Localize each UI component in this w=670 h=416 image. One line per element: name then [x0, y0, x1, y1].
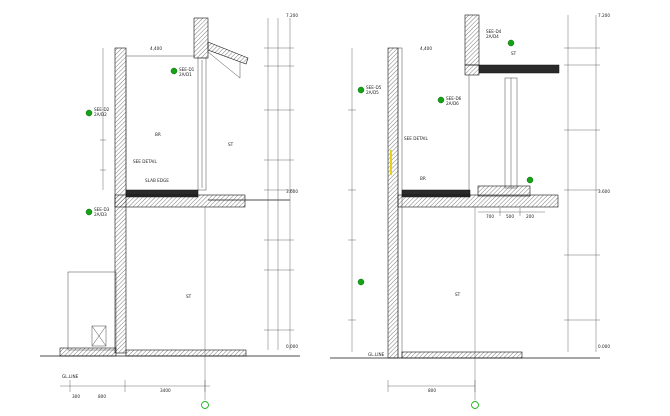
- svg-text:2A/D5: 2A/D5: [366, 90, 379, 95]
- right-upper-level: 3.600: [598, 189, 610, 194]
- right-roof-level: 7.200: [598, 13, 610, 18]
- right-lower-room-label: ST: [455, 292, 461, 297]
- left-window-jamb: [197, 57, 207, 191]
- left-section: SEE-D1 2A/D1 SEE-D2 2A/D2 SEE-D3 2A/D3 B…: [40, 13, 300, 409]
- right-detail-tag-2: SEE-D5 2A/D5: [357, 85, 382, 95]
- left-detail-tag-3: SEE-D3 2A/D3: [85, 207, 110, 217]
- right-detail-tag-1: SEE-D4 2A/D4: [486, 29, 515, 47]
- left-upper-room-label: BR: [155, 132, 161, 137]
- left-detail-tag-2: SEE-D2 2A/D2: [85, 107, 110, 117]
- left-lower-room-label: ST: [186, 294, 192, 299]
- left-bottom-dim: 3400: [160, 388, 171, 393]
- left-roof-level: 7.200: [286, 13, 298, 18]
- right-ground-level: 0.000: [598, 344, 610, 349]
- left-detail-tag-1: SEE-D1 2A/D1: [170, 67, 195, 77]
- right-balcony-slab: [478, 64, 560, 74]
- left-tag3-label: SEE-D3: [94, 207, 110, 212]
- left-slab-beam: [114, 194, 246, 208]
- left-parapet-wall: [193, 17, 209, 59]
- left-canopy: [207, 41, 249, 65]
- svg-text:2A/D6: 2A/D6: [446, 101, 459, 106]
- left-bottom-left-dim: 300: [72, 394, 80, 399]
- right-parapet-wall: [464, 14, 480, 66]
- left-tag1-label: SEE-D1: [179, 67, 195, 72]
- right-axis-bubble: [471, 401, 479, 409]
- svg-text:2A/D2: 2A/D2: [94, 112, 107, 117]
- left-axis-bubble: [201, 401, 209, 409]
- svg-text:2A/D4: 2A/D4: [486, 34, 499, 39]
- right-dim-b: 500: [506, 214, 514, 219]
- left-upper-right-label: ST: [228, 142, 234, 147]
- right-tag3-label: SEE-D6: [446, 96, 462, 101]
- right-detail-tag-5: [526, 176, 534, 184]
- left-ground-slab: [125, 349, 247, 357]
- right-exterior-wall: [387, 47, 399, 359]
- right-slab-beam: [397, 194, 559, 208]
- right-dim-a: 700: [486, 214, 494, 219]
- right-detail-tag-4: [357, 278, 365, 286]
- svg-text:2A/D3: 2A/D3: [94, 212, 107, 217]
- left-note-1: GL.LINE: [62, 374, 79, 379]
- left-bottom-mid-dim: 800: [98, 394, 106, 399]
- svg-text:2A/D1: 2A/D1: [179, 72, 192, 77]
- right-bottom-dim: 800: [428, 388, 436, 393]
- right-tag2-label: SEE-D5: [366, 85, 382, 90]
- right-upper-room-label: BR: [420, 176, 426, 181]
- left-note-2: SEE DETAIL: [133, 159, 157, 164]
- right-section: SEE-D4 2A/D4 SEE-D5 2A/D5 SEE-D6 2A/D6 S…: [330, 13, 610, 409]
- right-detail-tag-3: SEE-D6 2A/D6: [437, 96, 462, 106]
- right-top-dim: 4,400: [420, 46, 432, 51]
- left-ground-level: 0.000: [286, 344, 298, 349]
- left-tag2-label: SEE-D2: [94, 107, 110, 112]
- right-dim-c: 200: [526, 214, 534, 219]
- left-upper-level: 3.600: [286, 189, 298, 194]
- left-top-dim: 4,400: [150, 46, 162, 51]
- right-tag1-label: SEE-D4: [486, 29, 502, 34]
- right-upper-right-label: ST: [511, 51, 517, 56]
- right-ground-slab: [401, 351, 523, 359]
- right-note-1: GL.LINE: [368, 352, 385, 357]
- right-note-2: SEE DETAIL: [404, 136, 428, 141]
- left-note-3: SLAB EDGE: [145, 178, 169, 183]
